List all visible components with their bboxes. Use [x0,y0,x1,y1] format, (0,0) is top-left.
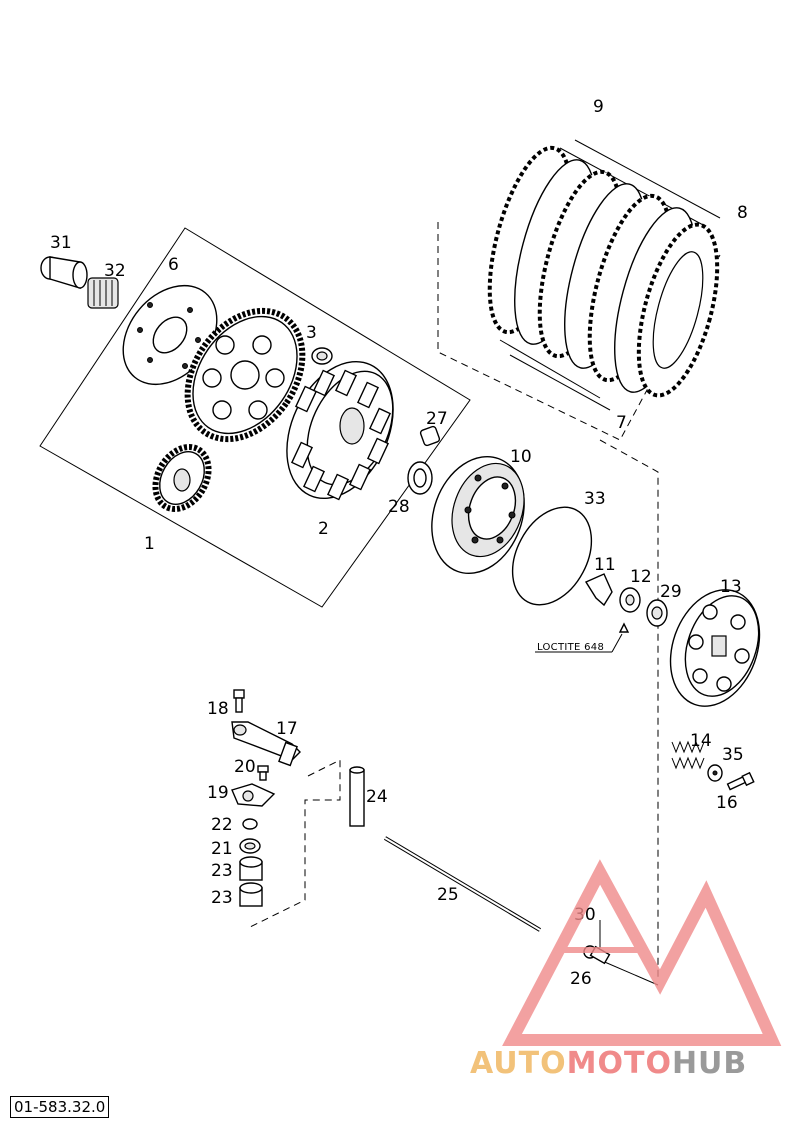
part-3-bushing [311,347,333,365]
callout-label-29: 29 [660,582,682,602]
callout-label-12: 12 [630,567,652,587]
part-20-screw [257,765,269,781]
part-10-inner-hub [431,455,525,575]
part-2-clutch-basket [286,360,394,501]
callout-label-26: 26 [570,969,592,989]
callout-label-21: 21 [211,839,233,859]
part-32-needle-bearing [87,277,119,309]
group-outline-release [247,759,341,929]
callout-label-14: 14 [690,731,712,751]
loctite-label: LOCTITE 648 [537,642,604,653]
callout-label-25: 25 [437,885,459,905]
watermark-text-moto: MOTO [566,1046,672,1081]
part-28-washer [407,461,433,495]
part-1-small-gear [152,444,212,512]
part-16-bolt [726,771,755,791]
callout-label-27: 27 [426,409,448,429]
part-7-8-9-clutch-plates [487,139,721,411]
watermark-logo-icon [502,859,782,1046]
part-24-release-shaft [349,766,365,827]
part-31-sleeve [40,256,88,289]
part-29-bearing [646,599,668,627]
watermark-text-auto: AUTO [470,1046,567,1081]
callout-label-1: 1 [144,534,155,554]
group-outline-primary-gear [39,227,471,608]
callout-label-35: 35 [722,745,744,765]
watermark-brand-text: AUTOMOTOHUB [470,1046,747,1081]
part-33-o-ring [511,506,593,606]
callout-label-6: 6 [168,255,179,275]
part-23-bushing-lower [239,882,263,907]
part-35-washer [707,764,723,782]
part-25-push-rod [383,836,542,932]
part-11-lock-washer [584,573,613,607]
callout-label-22: 22 [211,815,233,835]
part-19-plate [231,783,276,807]
callout-label-17: 17 [276,719,298,739]
part-14-spring [671,740,705,770]
reference-number-box: 01-583.32.0 [10,1096,110,1118]
callout-label-13: 13 [720,577,742,597]
callout-label-9: 9 [593,97,604,117]
callout-label-23a: 23 [211,861,233,881]
callout-label-32: 32 [104,261,126,281]
part-23-bushing-upper [239,856,263,881]
callout-label-8: 8 [737,203,748,223]
leader-plates-to-hub [599,439,659,980]
part-13-pressure-plate [669,589,761,707]
callout-label-16: 16 [716,793,738,813]
callout-label-19: 19 [207,783,229,803]
part-17-release-lever [231,721,301,767]
part-22-circlip [242,818,258,830]
callout-label-28: 28 [388,497,410,517]
part-12-nut [619,587,641,613]
callout-label-18: 18 [207,699,229,719]
callout-label-23b: 23 [211,888,233,908]
loctite-leader [611,633,623,653]
callout-label-2: 2 [318,519,329,539]
part-1-primary-gear [184,307,306,443]
leader-26 [599,959,659,986]
part-21-seal [239,838,261,854]
callout-label-10: 10 [510,447,532,467]
callout-label-20: 20 [234,757,256,777]
callout-label-33: 33 [584,489,606,509]
watermark-text-hub: HUB [671,1046,748,1081]
callout-label-24: 24 [366,787,388,807]
callout-label-3: 3 [306,323,317,343]
part-27-pin [419,425,441,447]
callout-label-11: 11 [594,555,616,575]
callout-label-7: 7 [616,413,627,433]
loctite-drop [618,622,630,633]
callout-label-31: 31 [50,233,72,253]
part-18-bolt [233,689,245,713]
